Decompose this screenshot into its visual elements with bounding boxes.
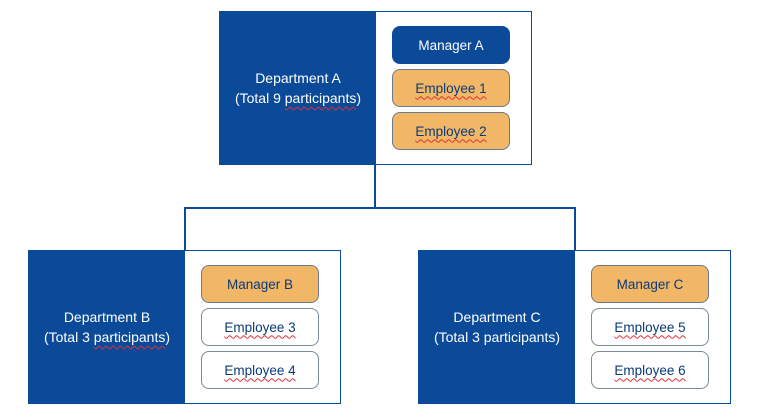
employee-6-node: Employee 6: [591, 351, 709, 389]
connector-c-down: [574, 207, 576, 251]
department-a-card: Department A (Total 9 participants) Mana…: [219, 11, 532, 165]
employee-5-node: Employee 5: [591, 308, 709, 346]
department-b-title: Department B: [63, 308, 151, 325]
department-a-title: Department A: [255, 69, 341, 86]
employee-3-node: Employee 3: [201, 308, 319, 346]
department-c-subtitle: (Total 3 participants): [433, 329, 561, 345]
connector-horizontal: [184, 207, 576, 209]
department-b-subtitle: (Total 3 participants): [43, 329, 171, 345]
manager-a-node: Manager A: [392, 26, 510, 64]
department-c-title: Department C: [453, 308, 541, 325]
employee-2-node: Employee 2: [392, 112, 510, 150]
department-c-card: Department C (Total 3 participants) Mana…: [418, 250, 731, 404]
department-b-label: Department B (Total 3 participants): [29, 251, 185, 403]
connector-b-down: [184, 207, 186, 251]
employee-4-node: Employee 4: [201, 351, 319, 389]
department-b-card: Department B (Total 3 participants) Mana…: [28, 250, 341, 404]
manager-b-node: Manager B: [201, 265, 319, 303]
employee-1-node: Employee 1: [392, 69, 510, 107]
manager-c-node: Manager C: [591, 265, 709, 303]
department-a-label: Department A (Total 9 participants): [220, 12, 376, 164]
department-a-subtitle: (Total 9 participants): [234, 90, 362, 106]
department-c-label: Department C (Total 3 participants): [419, 251, 575, 403]
connector-a-down: [374, 164, 376, 208]
